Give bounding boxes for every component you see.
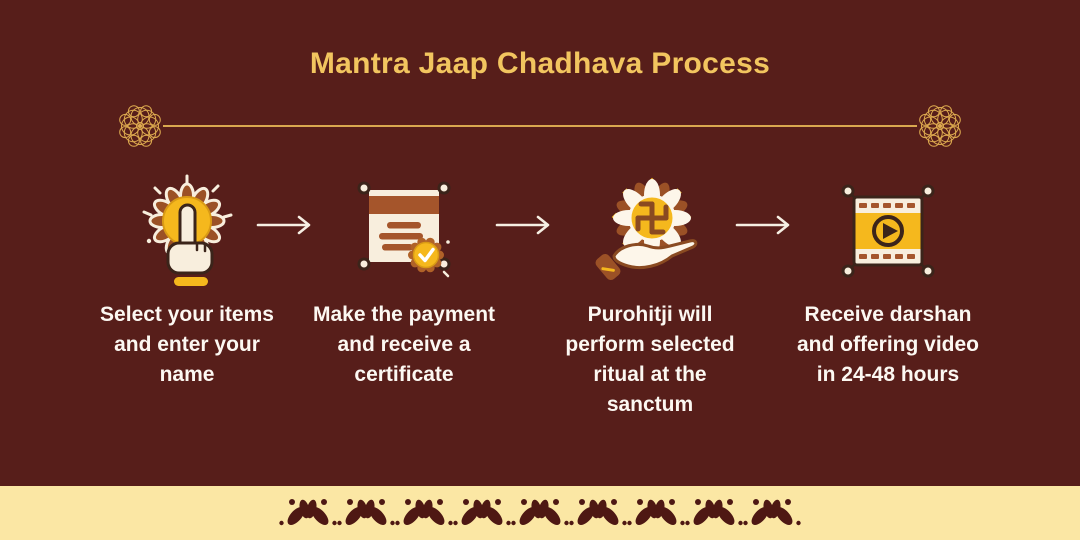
petal-border-motif-icon [569, 499, 627, 526]
ritual-offering-hand-icon [595, 177, 698, 281]
step-4-icon-slot [765, 170, 1011, 292]
petal-border-motif-icon [395, 499, 453, 526]
divider-line [163, 125, 917, 127]
darshan-video-icon [841, 184, 935, 278]
step-2-icon-slot [281, 170, 527, 292]
process-step-3: Purohitji will perform selected ritual a… [527, 170, 773, 420]
petal-border-motif-icon [743, 499, 801, 526]
process-step-2: Make the payment and receive a certifica… [281, 170, 527, 390]
petal-border-row [279, 495, 801, 529]
tap-select-icon [142, 174, 232, 286]
process-step-4: Receive darshan and offering video in 24… [765, 170, 1011, 390]
petal-border-motif-icon [685, 499, 743, 526]
petal-border-motif-icon [279, 499, 337, 526]
right-arrow-icon [495, 215, 550, 235]
right-arrow-icon [735, 215, 790, 235]
step-3-icon-slot [527, 170, 773, 292]
step-2-caption: Make the payment and receive a certifica… [312, 303, 496, 386]
page-title: Mantra Jaap Chadhava Process [309, 47, 771, 80]
right-arrow-icon [256, 215, 311, 235]
rosette-ornament-icon [919, 105, 961, 147]
petal-border-motif-icon [453, 499, 511, 526]
step-4-caption: Receive darshan and offering video in 24… [796, 303, 979, 386]
footer-band [0, 486, 1080, 540]
step-3-caption: Purohitji will perform selected ritual a… [565, 303, 735, 416]
petal-border-motif-icon [511, 499, 569, 526]
payment-certificate-icon [357, 181, 451, 278]
petal-border-motif-icon [627, 499, 685, 526]
step-1-icon-slot [64, 170, 310, 292]
process-step-1: Select your items and enter your name [64, 170, 310, 390]
rosette-ornament-icon [119, 105, 161, 147]
petal-border-motif-icon [337, 499, 395, 526]
step-1-caption: Select your items and enter your name [100, 303, 274, 386]
